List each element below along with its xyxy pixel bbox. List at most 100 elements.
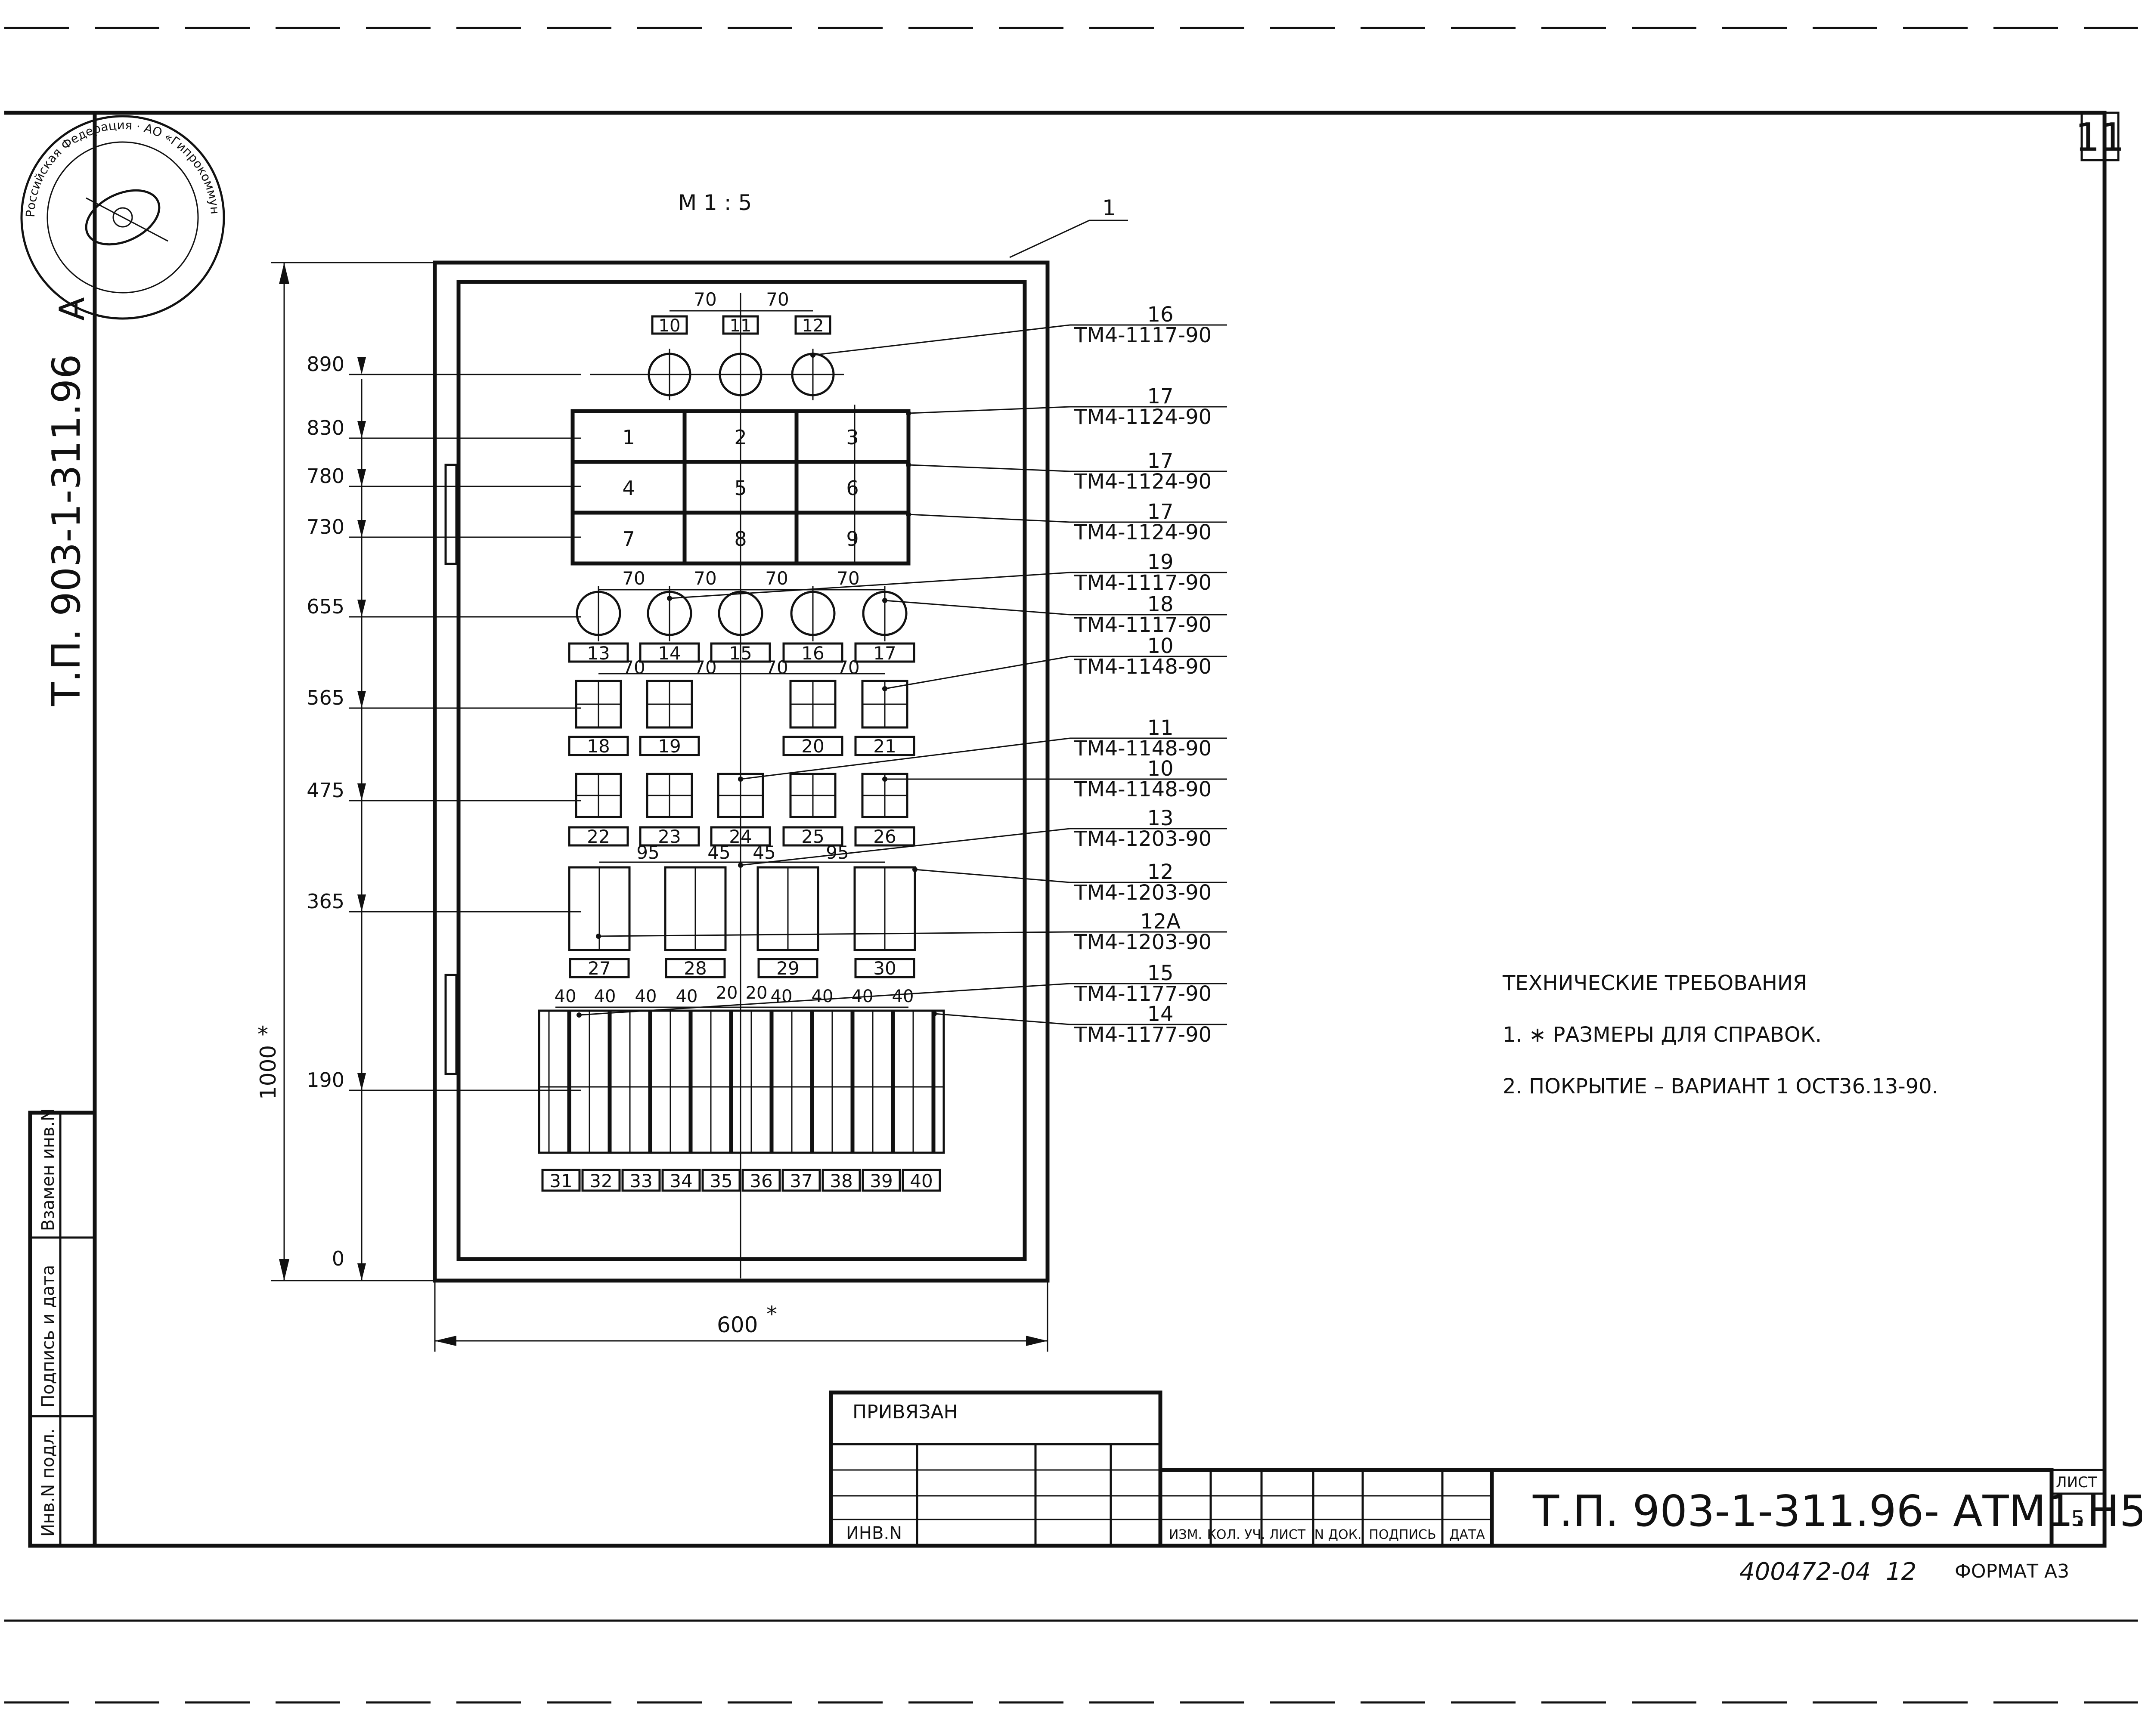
callout-code: ТМ4-1124-90 (1074, 405, 1212, 429)
label-plate (639, 642, 700, 663)
callout-leader (914, 869, 1070, 883)
device-label-25: 25 (801, 826, 824, 847)
meter-label-4: 4 (622, 477, 635, 500)
label-plate (651, 315, 688, 335)
callout-leader (740, 737, 1070, 780)
callout-dot (906, 512, 911, 517)
meter-label-9: 9 (846, 527, 859, 551)
callout-leader (884, 600, 1070, 616)
elevation-565: 565 (307, 686, 344, 709)
terminal-label-33: 33 (629, 1170, 652, 1191)
dim-70: 70 (766, 289, 789, 310)
terminal-label-39: 39 (870, 1170, 893, 1191)
title-col-3: N ДОК. (1314, 1527, 1362, 1542)
callout-code: ТМ4-1124-90 (1074, 470, 1212, 494)
device-label-30: 30 (873, 958, 896, 979)
callout-leader (934, 1013, 1070, 1025)
svg-text:*: * (257, 1022, 268, 1047)
callout-dot (738, 777, 743, 782)
dim-40: 40 (771, 987, 793, 1006)
dim-45: 45 (753, 842, 775, 863)
callout-code: ТМ4-1148-90 (1074, 736, 1212, 761)
panel-item-number: 1 (1102, 195, 1116, 220)
stamp-text: Российская Федерация · АО «Гипрокоммунэн… (0, 0, 222, 217)
callout-code: ТМ4-1203-90 (1074, 881, 1212, 905)
callout-code: ТМ4-1117-90 (1074, 571, 1212, 595)
dim-45: 45 (707, 842, 730, 863)
dim-70: 70 (622, 657, 645, 678)
label-plate (665, 958, 726, 978)
callout-code: ТМ4-1148-90 (1074, 655, 1212, 679)
label-plate (854, 958, 915, 978)
dim-70: 70 (694, 289, 716, 310)
callout-dot (667, 596, 672, 601)
device-label-29: 29 (776, 958, 799, 979)
footer-copy: 12 (1886, 1558, 1916, 1586)
callout-dot (906, 462, 911, 467)
label-plate (639, 736, 700, 756)
title-col-1: КОЛ. УЧ. (1207, 1527, 1265, 1542)
callout-number: 12 (1147, 860, 1173, 884)
lamp-label-16: 16 (801, 643, 824, 664)
elevation-arrow (357, 1073, 366, 1090)
privyazan-label: ПРИВЯЗАН (852, 1401, 958, 1423)
overall-width-dimension: 600 * (434, 1281, 1048, 1352)
terminal-plate (741, 1169, 781, 1192)
terminal-label-35: 35 (710, 1170, 732, 1191)
terminal-label-36: 36 (750, 1170, 772, 1191)
device-label-24: 24 (729, 826, 752, 847)
terminal-plate (862, 1169, 901, 1192)
dim-95: 95 (636, 842, 659, 863)
round-stamp: Российская Федерация · АО «Гипрокоммунэн… (0, 0, 225, 320)
callout-number: 12А (1140, 910, 1181, 934)
callout-code: ТМ4-1124-90 (1074, 520, 1212, 545)
label-plate (569, 958, 630, 978)
elevation-arrow (357, 1263, 366, 1281)
elevation-655: 655 (307, 595, 344, 618)
terminal-plate (581, 1169, 621, 1192)
dim-40: 40 (812, 987, 834, 1006)
device-label-19: 19 (658, 736, 681, 757)
side-podpis-label: Подпись и дата (38, 1265, 58, 1408)
side-zamen-label: Взамен инв.N (38, 1108, 58, 1231)
terminal-label-37: 37 (790, 1170, 812, 1191)
terminal-plate (541, 1169, 581, 1192)
callout-number: 19 (1147, 550, 1173, 574)
lamp-label-17: 17 (873, 643, 896, 664)
lamp-label-14: 14 (658, 643, 681, 664)
label-plate (639, 826, 700, 847)
side-designation: Т.П. 903-1-311.96 (44, 354, 89, 706)
dim-20: 20 (746, 983, 768, 1003)
label-plate (782, 736, 843, 756)
svg-text:*: * (766, 1302, 777, 1327)
elevation-arrow (357, 421, 366, 438)
meter-label-7: 7 (622, 527, 635, 551)
lamp-label-10: 10 (659, 316, 681, 336)
callout-code: ТМ4-1203-90 (1074, 827, 1212, 851)
callout-dot (738, 863, 743, 868)
terminal-label-34: 34 (670, 1170, 692, 1191)
meter-label-6: 6 (846, 477, 859, 500)
elevation-780: 780 (307, 464, 344, 488)
callout-leader (908, 406, 1070, 414)
callout-leader (740, 828, 1070, 866)
title-col-2: ЛИСТ (1269, 1527, 1306, 1542)
device-label-18: 18 (587, 736, 610, 757)
elevation-0: 0 (332, 1247, 344, 1270)
terminal-block (538, 1009, 945, 1154)
device-label-27: 27 (588, 958, 611, 979)
dim-40: 40 (892, 987, 914, 1006)
callout-dot (596, 934, 601, 939)
lamp-label-13: 13 (587, 643, 610, 664)
terminal-plate (902, 1169, 941, 1192)
label-plate (568, 736, 629, 756)
designation: Т.П. 903-1-311.96- АТМ1.Н5 (1532, 1486, 2142, 1536)
label-plate (710, 826, 771, 847)
dim-40: 40 (594, 987, 616, 1006)
callout-leader (884, 656, 1070, 690)
dim-95: 95 (826, 842, 849, 863)
device-label-21: 21 (873, 736, 896, 757)
